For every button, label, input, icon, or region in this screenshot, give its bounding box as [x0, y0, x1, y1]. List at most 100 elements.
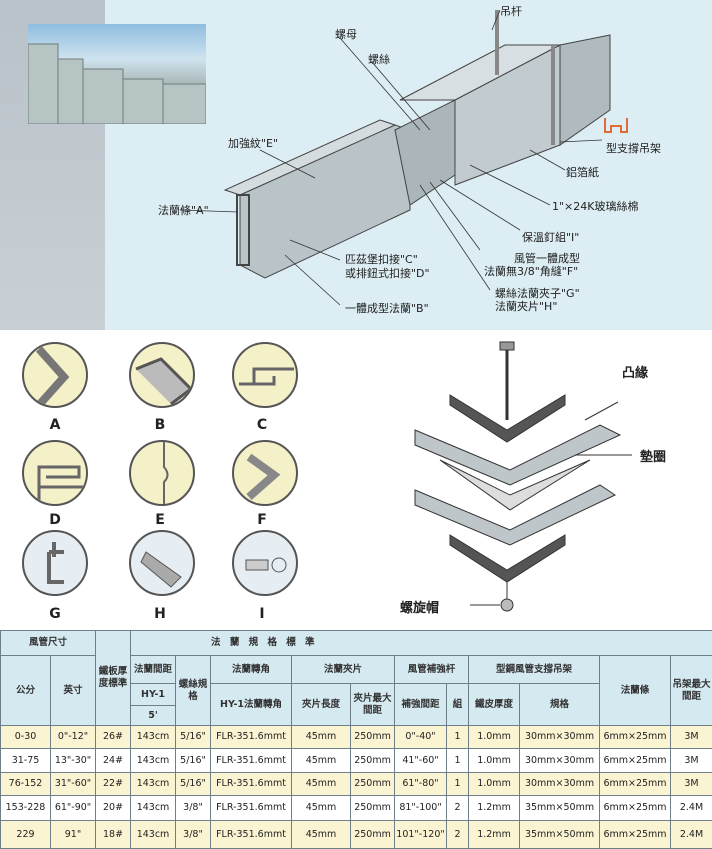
- table-cell: 3M: [671, 726, 712, 749]
- table-cell: 3M: [671, 749, 712, 773]
- table-cell: 143cm: [131, 726, 176, 749]
- label-clip-h: 法蘭夾片"H": [495, 298, 557, 314]
- table-cell: 30mm×30mm: [520, 749, 600, 773]
- table-cell: 3M: [671, 773, 712, 796]
- table-cell: FLR-351.6mmt: [211, 796, 292, 821]
- table-cell: 2.4M: [671, 796, 712, 821]
- table-cell: 35mm×50mm: [520, 796, 600, 821]
- table-cell: 31-75: [1, 749, 51, 773]
- label-integral-flange-b: 一體成型法蘭"B": [345, 300, 429, 316]
- detail-letter: A: [45, 417, 65, 433]
- duct-assembly-diagram: 吊杆 螺母 螺絲 型支撐吊架 鋁箔紙 1"×24K玻璃絲棉 保溫釘組"I" 風管…: [0, 0, 712, 330]
- detail-letter: G: [45, 606, 65, 622]
- header-clip-length: 夾片長度: [292, 684, 351, 726]
- table-cell: 3/8": [176, 796, 211, 821]
- table-cell: 229: [1, 821, 51, 849]
- label-flange-strip-a: 法蘭條"A": [158, 202, 209, 218]
- header-five: 5': [131, 706, 176, 726]
- flange-spec-table: 風管尺寸 鐵板厚度標準 法 蘭 規 格 標 準 公分 英寸 法蘭間距 螺絲規格 …: [0, 630, 712, 849]
- table-cell: 1: [447, 726, 469, 749]
- table-cell: 0"-12": [51, 726, 96, 749]
- table-cell: 6mm×25mm: [600, 773, 671, 796]
- detail-circle-h: [129, 530, 195, 596]
- table-cell: 153-228: [1, 796, 51, 821]
- label-nut: 螺母: [335, 26, 357, 42]
- detail-circle-g: [22, 530, 88, 596]
- label-button-d: 或排鈕式扣接"D": [345, 265, 430, 281]
- label-screw: 螺絲: [368, 51, 390, 67]
- detail-circle-a: [22, 342, 88, 408]
- detail-letter: B: [150, 417, 170, 433]
- table-cell: 1.2mm: [469, 796, 520, 821]
- table-cell: 1: [447, 749, 469, 773]
- table-cell: 1.0mm: [469, 749, 520, 773]
- label-flange: 凸緣: [622, 362, 648, 381]
- detail-circle-f: [232, 440, 298, 506]
- header-cm: 公分: [1, 656, 51, 726]
- table-cell: 143cm: [131, 749, 176, 773]
- table-cell: 31"-60": [51, 773, 96, 796]
- label-gasket: 墊圈: [640, 446, 666, 465]
- detail-circle-d: [22, 440, 88, 506]
- table-cell: 45mm: [292, 726, 351, 749]
- table-cell: 45mm: [292, 749, 351, 773]
- table-cell: 5/16": [176, 726, 211, 749]
- header-corner: 法蘭轉角: [211, 656, 292, 684]
- label-insulation-nail: 保溫釘組"I": [522, 229, 579, 245]
- table-cell: 1.0mm: [469, 773, 520, 796]
- header-inch: 英寸: [51, 656, 96, 726]
- flange-details: A B C D E F G H I 凸緣 墊圈 螺旋帽: [0, 330, 712, 630]
- header-hy1-corner: HY-1法蘭轉角: [211, 684, 292, 726]
- table-cell: 26#: [96, 726, 131, 749]
- detail-circle-b: [129, 342, 195, 408]
- header-thickness: 鐵板厚度標準: [96, 631, 131, 726]
- detail-circle-e: [129, 440, 195, 506]
- table-cell: 250mm: [351, 821, 395, 849]
- table-cell: 81"-100": [395, 796, 447, 821]
- table-cell: 143cm: [131, 796, 176, 821]
- header-reinforce-spacing: 補強間距: [395, 684, 447, 726]
- table-cell: 6mm×25mm: [600, 821, 671, 849]
- table-cell: 30mm×30mm: [520, 773, 600, 796]
- detail-letter: D: [45, 512, 65, 528]
- table-cell: 20#: [96, 796, 131, 821]
- detail-letter: I: [252, 606, 272, 622]
- table-cell: 0-30: [1, 726, 51, 749]
- detail-circle-c: [232, 342, 298, 408]
- label-support-hanger: 型支撐吊架: [606, 140, 661, 156]
- header-spacing: 法蘭間距: [131, 656, 176, 684]
- label-hanger-rod: 吊杆: [500, 3, 522, 19]
- table-cell: 2: [447, 821, 469, 849]
- table-cell: 1.2mm: [469, 821, 520, 849]
- table-cell: FLR-351.6mmt: [211, 749, 292, 773]
- header-duct-size: 風管尺寸: [1, 631, 96, 656]
- table-cell: 143cm: [131, 821, 176, 849]
- table-cell: 250mm: [351, 773, 395, 796]
- table-cell: 6mm×25mm: [600, 749, 671, 773]
- table-cell: 30mm×30mm: [520, 726, 600, 749]
- table-cell: 41"-60": [395, 749, 447, 773]
- table-cell: FLR-351.6mmt: [211, 726, 292, 749]
- table-cell: 250mm: [351, 726, 395, 749]
- table-cell: 2: [447, 796, 469, 821]
- header-clip-max: 夾片最大間距: [351, 684, 395, 726]
- header-clip: 法蘭夾片: [292, 656, 395, 684]
- header-screw: 螺絲規格: [176, 656, 211, 726]
- detail-letter: H: [150, 606, 170, 622]
- label-rib-e: 加強紋"E": [228, 135, 278, 151]
- header-group: 組: [447, 684, 469, 726]
- table-cell: 61"-80": [395, 773, 447, 796]
- detail-letter: E: [150, 512, 170, 528]
- label-duct-flange-f2: 法蘭無3/8"角縫"F": [484, 263, 578, 279]
- header-hy1: HY-1: [131, 684, 176, 706]
- table-cell: 5/16": [176, 773, 211, 796]
- table-cell: 250mm: [351, 749, 395, 773]
- header-spec: 規格: [520, 684, 600, 726]
- label-cap: 螺旋帽: [400, 597, 439, 616]
- detail-letter: F: [252, 512, 272, 528]
- table-cell: 6mm×25mm: [600, 796, 671, 821]
